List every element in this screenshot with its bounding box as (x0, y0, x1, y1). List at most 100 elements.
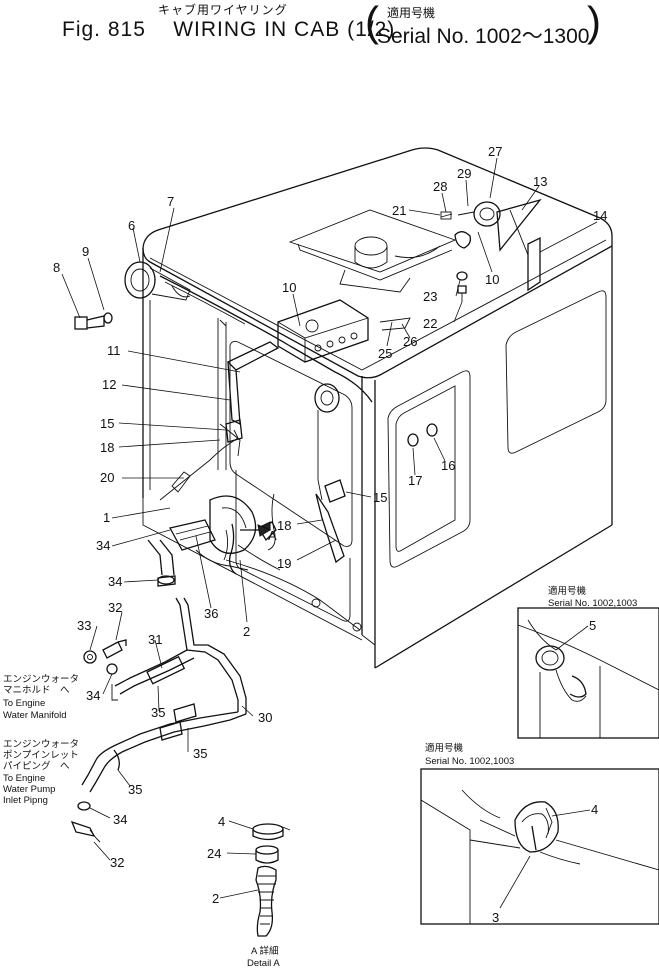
detail-a (252, 823, 291, 937)
figure-number: Fig. 815 (62, 18, 146, 41)
inset-2-label: 適用号機 Serial No. 1002,1003 (425, 742, 514, 767)
callout-34-c: 34 (86, 688, 100, 703)
callout-34-a: 34 (96, 538, 110, 553)
inset-1-jp: 適用号機 (548, 585, 587, 597)
callout-2-top: 2 (243, 624, 250, 639)
jp-title: キャブ用ワイヤリング (158, 3, 288, 17)
wiper-13-14 (496, 198, 542, 292)
callout-30: 30 (258, 710, 272, 725)
callout-35-b: 35 (193, 746, 207, 761)
callout-19: 19 (277, 556, 291, 571)
callout-24: 24 (207, 846, 221, 861)
pump-en-line3: Inlet Pipng (3, 795, 48, 806)
hose-assembly (81, 539, 247, 793)
callout-36: 36 (204, 606, 218, 621)
close-paren: ) (587, 0, 601, 45)
callout-17: 17 (408, 473, 422, 488)
inset-detail-1 (517, 607, 659, 739)
engine-pump-note: エンジンウォータ ポンプインレット パイピング へ To Engine Wate… (3, 739, 79, 806)
pump-jp-line3: パイピング へ (3, 760, 70, 772)
callout-8: 8 (53, 260, 60, 275)
wiring-harness (159, 275, 373, 632)
pump-en-line1: To Engine (3, 773, 45, 784)
callout-18-left: 18 (100, 440, 114, 455)
callout-3: 3 (492, 910, 499, 925)
callout-35-c: 35 (128, 782, 142, 797)
callout-28: 28 (433, 179, 447, 194)
control-box-10 (277, 299, 369, 363)
callout-labels: 7 6 9 8 10 11 12 15 18 20 1 34 34 36 2 1… (53, 144, 607, 925)
inset-1-label: 適用号機 Serial No. 1002,1003 (548, 585, 637, 609)
callout-10-right: 10 (485, 272, 499, 287)
callout-1: 1 (103, 510, 110, 525)
callout-2-detail: 2 (212, 891, 219, 906)
callout-13: 13 (533, 174, 547, 189)
callout-32-top: 32 (108, 600, 122, 615)
inset-1-serial: Serial No. 1002,1003 (548, 598, 637, 609)
callout-4-inset: 4 (591, 802, 598, 817)
callout-31: 31 (148, 632, 162, 647)
strap-25-26 (379, 317, 411, 331)
callout-5: 5 (589, 618, 596, 633)
grommet-16-17 (407, 423, 438, 447)
manifold-en-line2: Water Manifold (3, 710, 67, 721)
cab-body (142, 147, 613, 669)
right-speaker (314, 383, 340, 413)
callout-34-d: 34 (113, 812, 127, 827)
relay-15-left (225, 419, 243, 443)
detail-a-label: A 詳細 Detail A (247, 945, 280, 968)
callout-21: 21 (392, 203, 406, 218)
pump-jp-line1: エンジンウォータ (3, 739, 79, 750)
detail-a-en: Detail A (247, 958, 280, 968)
relay-15-right (315, 479, 346, 564)
callout-10-left: 10 (282, 280, 296, 295)
inset-2-jp: 適用号機 (425, 742, 464, 754)
callout-16: 16 (441, 458, 455, 473)
inset-2-serial: Serial No. 1002,1003 (425, 756, 514, 767)
callout-20: 20 (100, 470, 114, 485)
manifold-jp-line2: マニホルド へ (3, 685, 70, 696)
figure-title: WIRING IN CAB (1/2) (173, 18, 396, 41)
pump-jp-line2: ポンプインレット (3, 750, 79, 761)
callout-35-a: 35 (151, 705, 165, 720)
serial-range: ( 適用号機 Serial No. 1002～1300 ) (365, 0, 601, 48)
callout-7: 7 (167, 194, 174, 209)
screw-22-23 (456, 271, 468, 302)
callout-25: 25 (378, 346, 392, 361)
callout-11: 11 (107, 343, 121, 358)
inset-detail-2 (420, 768, 659, 925)
view-arrow-label: A (268, 528, 277, 543)
callout-6: 6 (128, 218, 135, 233)
detail-a-jp: A 詳細 (251, 945, 278, 957)
figure-title-line: Fig. 815 WIRING IN CAB (1/2) (62, 18, 395, 42)
bolt-8-washer-9 (74, 312, 113, 330)
serial-jp: 適用号機 (387, 6, 436, 20)
serial-text: Serial No. 1002～1300 (377, 25, 590, 48)
callout-23: 23 (423, 289, 437, 304)
callout-9: 9 (82, 244, 89, 259)
manifold-en-line1: To Engine (3, 698, 45, 709)
figure-header: キャブ用ワイヤリング Fig. 815 WIRING IN CAB (1/2) … (0, 0, 659, 48)
callout-26: 26 (403, 334, 417, 349)
callout-18-right: 18 (277, 518, 291, 533)
callout-14: 14 (593, 208, 607, 223)
callout-27: 27 (488, 144, 502, 159)
callout-33: 33 (77, 618, 91, 633)
pump-en-line2: Water Pump (3, 784, 55, 795)
callout-15-right: 15 (373, 490, 387, 505)
callout-15-left: 15 (100, 416, 114, 431)
speaker-6 (124, 261, 191, 301)
callout-34-b: 34 (108, 574, 122, 589)
callout-32-bottom: 32 (110, 855, 124, 870)
switch-21-27 (440, 201, 501, 249)
leader-lines (61, 157, 598, 909)
engine-manifold-note: エンジンウォータ マニホルド へ To Engine Water Manifol… (3, 674, 79, 721)
callout-12: 12 (102, 377, 116, 392)
roof-fan-assembly (288, 209, 457, 293)
callout-22: 22 (423, 316, 437, 331)
callout-4-detail: 4 (218, 814, 225, 829)
heater-control-assembly (169, 495, 277, 575)
view-arrow-a (240, 524, 272, 537)
manifold-jp-line1: エンジンウォータ (3, 674, 79, 685)
